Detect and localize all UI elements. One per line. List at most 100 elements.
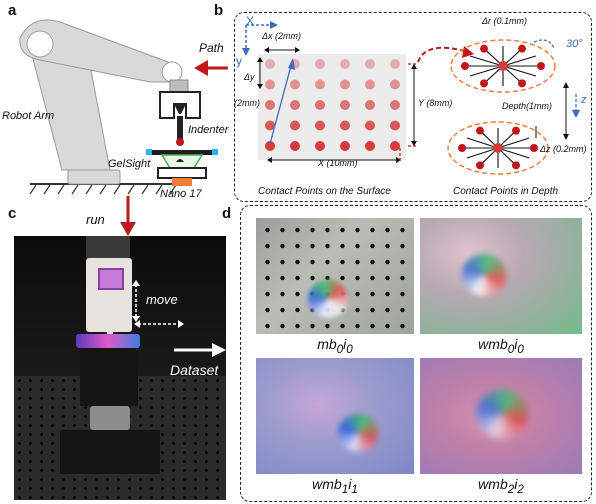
radial-line	[502, 55, 537, 67]
delta-x-label: Δx (2mm)	[262, 31, 302, 41]
contact-point	[340, 141, 350, 151]
contact-point	[365, 141, 375, 151]
delta-r-label: Δr (0.1mm)	[482, 16, 528, 26]
contact-point	[290, 120, 300, 131]
contact-point	[390, 79, 400, 90]
gripper-top	[86, 236, 130, 258]
contact-point	[340, 59, 350, 69]
caption-depth: Contact Points in Depth	[453, 186, 559, 197]
contact-point	[340, 120, 350, 131]
contact-point	[290, 141, 300, 151]
panel-b-frame	[234, 12, 592, 202]
contact-blob	[462, 254, 506, 296]
panel-label-d: d	[222, 205, 232, 222]
radial-star-surface	[461, 44, 545, 88]
radial-point	[518, 79, 526, 88]
contact-point	[390, 100, 400, 110]
contact-point	[315, 100, 325, 110]
contact-point	[365, 100, 375, 110]
radial-line	[497, 147, 530, 159]
contact-point	[315, 79, 325, 90]
radial-point	[530, 144, 538, 152]
tactile-image-wmb1i1	[256, 358, 414, 474]
gelsight-sensor	[76, 334, 140, 348]
axis-y-label: y	[236, 54, 242, 68]
caption-mb0i0: mb0i0	[317, 336, 353, 356]
dataset-label: Dataset	[170, 362, 219, 378]
radial-point	[512, 161, 520, 170]
radial-point	[458, 144, 466, 152]
radial-line	[497, 137, 530, 149]
tactile-image-wmb0i0	[420, 218, 582, 334]
indenter-label: Indenter	[188, 124, 229, 136]
contact-point	[265, 59, 275, 69]
contact-point	[340, 79, 350, 90]
axis-z-label: z	[581, 94, 587, 106]
radial-point	[480, 44, 488, 53]
panel-label-a: a	[8, 2, 17, 19]
gelsight-label: GelSight	[108, 158, 151, 170]
contact-point	[265, 79, 275, 90]
contact-point	[265, 141, 275, 151]
contact-point	[265, 120, 275, 131]
pink-block	[98, 268, 124, 290]
big-y-label: Y (8mm)	[418, 98, 453, 108]
radial-line	[469, 65, 504, 77]
radial-point	[476, 126, 484, 135]
contact-point	[290, 100, 300, 110]
radial-point	[476, 161, 484, 170]
contact-blob	[338, 414, 378, 452]
radial-line	[469, 55, 504, 67]
robot-arm-diagram	[19, 19, 228, 195]
radial-point	[518, 44, 526, 53]
contact-point	[365, 120, 375, 131]
big-x-label: X (10mm)	[318, 158, 358, 168]
contact-point	[315, 59, 325, 69]
robot-arm-label: Robot Arm	[2, 110, 55, 122]
delta-z-label: Δz (0.2mm)	[540, 144, 587, 154]
contact-point	[265, 100, 275, 110]
caption-wmb2i2: wmb2i2	[478, 476, 524, 496]
contact-point	[390, 141, 400, 151]
run-label: run	[86, 212, 105, 227]
radial-point	[512, 126, 520, 135]
contact-point	[365, 79, 375, 90]
radial-line	[466, 147, 499, 159]
panel-d-frame	[240, 205, 592, 502]
caption-surface: Contact Points on the Surface	[258, 186, 391, 197]
radial-point	[461, 62, 469, 70]
radial-point	[480, 79, 488, 88]
axis-x-label: X	[246, 14, 255, 28]
caption-wmb1i1: wmb1i1	[312, 476, 358, 496]
contact-points-diagram	[242, 21, 580, 175]
radial-point	[537, 62, 545, 70]
tactile-image-mb0i0	[256, 218, 414, 334]
center-point	[493, 143, 503, 153]
base-stand	[60, 430, 160, 474]
dataset-arrow	[174, 343, 226, 357]
contact-point	[390, 59, 400, 69]
force-sensor	[90, 406, 130, 430]
tactile-image-wmb2i2	[420, 358, 582, 474]
contact-blob	[308, 280, 348, 318]
contact-point	[290, 79, 300, 90]
run-arrow	[120, 196, 136, 236]
panel-label-b: b	[214, 2, 224, 19]
contact-point	[315, 120, 325, 131]
contact-point	[315, 141, 325, 151]
mount-block	[80, 348, 138, 406]
panel-label-c: c	[8, 205, 17, 222]
path-label: Path	[199, 41, 224, 55]
center-point	[498, 61, 508, 71]
angle-label: 30°	[566, 38, 583, 50]
move-arrows	[132, 280, 184, 328]
contact-blob	[476, 390, 528, 438]
delta-y-symbol: Δy	[244, 72, 255, 82]
depth-label: Depth(1mm)	[502, 101, 553, 111]
setup-photo	[14, 236, 226, 500]
radial-line	[466, 137, 499, 149]
caption-wmb0i0: wmb0i0	[478, 336, 524, 356]
radial-line	[502, 65, 537, 77]
contact-point	[340, 100, 350, 110]
radial-star-depth	[458, 126, 538, 170]
